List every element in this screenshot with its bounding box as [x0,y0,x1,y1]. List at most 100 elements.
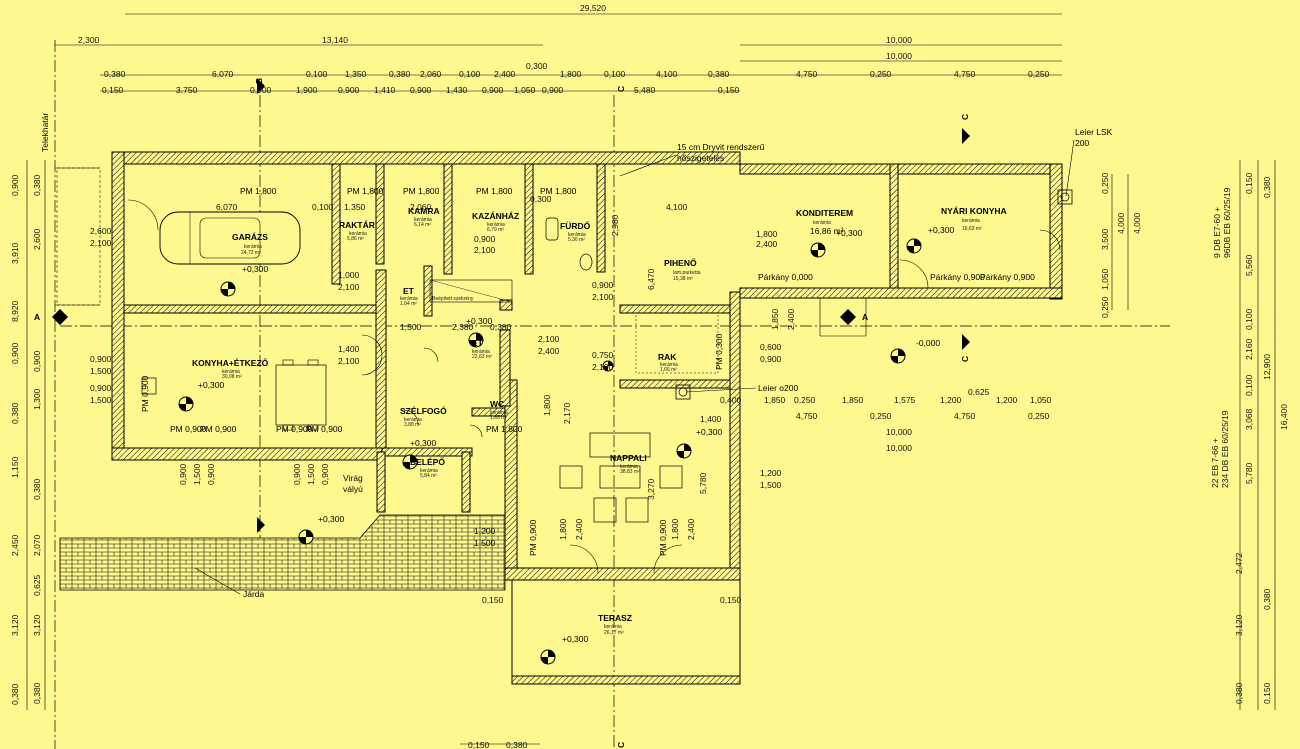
svg-text:0,900: 0,900 [292,463,302,485]
svg-text:0,380: 0,380 [10,402,20,424]
svg-text:PM 0,900: PM 0,900 [140,375,150,412]
svg-text:1,000: 1,000 [338,270,360,280]
svg-text:24,72 m²: 24,72 m² [241,250,261,256]
svg-text:1,200: 1,200 [940,395,962,405]
svg-text:5,560: 5,560 [1244,254,1254,276]
svg-text:0,250: 0,250 [1100,296,1110,318]
dim-r2-8: 0,300 [526,61,548,71]
level-texts: +0,300 +0,300 +0,300 +0,300 +0,300 +0,30… [198,225,955,644]
svg-text:1,800: 1,800 [756,229,778,239]
svg-text:kerámia: kerámia [487,222,505,228]
svg-text:C: C [616,86,626,92]
svg-text:1,500: 1,500 [400,322,422,332]
room-rak-name: RAK [658,352,677,362]
dim-r2-7: 2,400 [494,69,516,79]
svg-text:PM 0,900: PM 0,900 [170,424,207,434]
svg-text:3,068: 3,068 [1244,408,1254,430]
svg-text:2,070: 2,070 [32,534,42,556]
room-et1-name: ET [403,286,415,296]
svg-text:Járda: Járda [243,589,265,599]
svg-text:0,250: 0,250 [1028,411,1050,421]
coffee-table [599,465,641,489]
dim-r2r-0: 4,750 [796,69,818,79]
svg-text:Párkány 0,900: Párkány 0,900 [930,272,985,282]
svg-text:0,300: 0,300 [530,194,552,204]
svg-text:2,400: 2,400 [538,346,560,356]
svg-text:kerámia: kerámia [660,362,678,368]
level-marks [178,238,922,665]
svg-text:10,000: 10,000 [886,443,912,453]
svg-text:vályú: vályú [343,484,363,494]
svg-text:1,575: 1,575 [894,395,916,405]
dim-top-l1-0: 2,300 [78,35,100,45]
svg-text:2,160: 2,160 [1244,338,1254,360]
svg-text:1,500: 1,500 [474,538,496,548]
svg-text:1,400: 1,400 [338,344,360,354]
section-c-mid-right [962,334,970,350]
dim-r2-1: 6,070 [212,69,234,79]
svg-text:1,200: 1,200 [474,526,496,536]
svg-text:2,600: 2,600 [90,226,112,236]
svg-text:96DB EB 60/25/19: 96DB EB 60/25/19 [1222,187,1232,258]
room-raktar-name: RAKTÁR [339,220,375,230]
svg-text:C: C [616,742,626,748]
svg-text:6,470: 6,470 [646,268,656,290]
svg-text:26,17 m²: 26,17 m² [604,630,624,636]
svg-text:PM 0,900: PM 0,900 [528,519,538,556]
sofa [589,432,651,458]
svg-text:0,380: 0,380 [506,740,528,749]
furniture [141,189,1073,523]
room-garazs-name: GARÁZS [232,232,268,242]
svg-text:10,000: 10,000 [886,427,912,437]
svg-text:+0,300: +0,300 [410,438,437,448]
svg-text:2,100: 2,100 [338,356,360,366]
dim-r3-11: 5,480 [634,85,656,95]
svg-text:0,400: 0,400 [720,395,742,405]
svg-text:C: C [960,356,970,362]
dim-r3-12: 0,150 [718,85,740,95]
svg-text:1,800: 1,800 [558,518,568,540]
svg-text:2,100: 2,100 [538,334,560,344]
svg-text:+0,300: +0,300 [562,634,589,644]
svg-text:1,050: 1,050 [1100,268,1110,290]
svg-text:kerámia: kerámia [414,217,432,223]
svg-text:234 DB EB 60/25/19: 234 DB EB 60/25/19 [1220,410,1230,488]
svg-text:2,980: 2,980 [610,214,620,236]
svg-text:2,400: 2,400 [756,239,778,249]
svg-text:1,800: 1,800 [670,518,680,540]
svg-text:PM 1,800: PM 1,800 [540,186,577,196]
room-konyha-name: KONYHA+ÉTKEZŐ [192,357,269,368]
dim-r3-9: 1,050 [514,85,536,95]
svg-text:3,88 m²: 3,88 m² [404,422,421,428]
dim-r2-6: 0,100 [459,69,481,79]
svg-text:2,400: 2,400 [686,518,696,540]
room-furdo-name: FÜRDŐ [560,220,591,231]
svg-text:15 cm Dryvit rendszerű: 15 cm Dryvit rendszerű [677,142,765,152]
section-a-right-marker [840,309,856,325]
svg-text:Leier LSK: Leier LSK [1075,127,1113,137]
svg-text:2,060: 2,060 [410,202,432,212]
svg-text:Párkány 0,000: Párkány 0,000 [758,272,813,282]
svg-text:1,500: 1,500 [90,366,112,376]
dim-top-total: 29,520 [580,3,606,13]
svg-text:A: A [34,312,40,322]
dim-r3-6: 0,900 [410,85,432,95]
svg-text:2,100: 2,100 [592,292,614,302]
svg-text:0,380: 0,380 [1262,176,1272,198]
svg-text:22,63 m²: 22,63 m² [472,354,492,360]
svg-text:0,900: 0,900 [206,463,216,485]
dim-r2r-1: 0,250 [870,69,892,79]
svg-text:5,86 m²: 5,86 m² [347,236,364,242]
car-icon [159,211,301,265]
svg-text:A: A [862,312,868,322]
svg-text:1,04 m²: 1,04 m² [400,301,417,307]
svg-text:0,250: 0,250 [1100,172,1110,194]
svg-text:+0,300: +0,300 [836,228,863,238]
svg-text:3,120: 3,120 [1234,614,1244,636]
svg-text:16,63 m²: 16,63 m² [962,226,982,232]
svg-text:2,170: 2,170 [562,402,572,424]
svg-text:12,900: 12,900 [1262,354,1272,380]
svg-text:200: 200 [1075,138,1089,148]
svg-text:kerámia: kerámia [472,349,490,355]
room-belepo-name: BELÉPŐ [410,456,445,467]
